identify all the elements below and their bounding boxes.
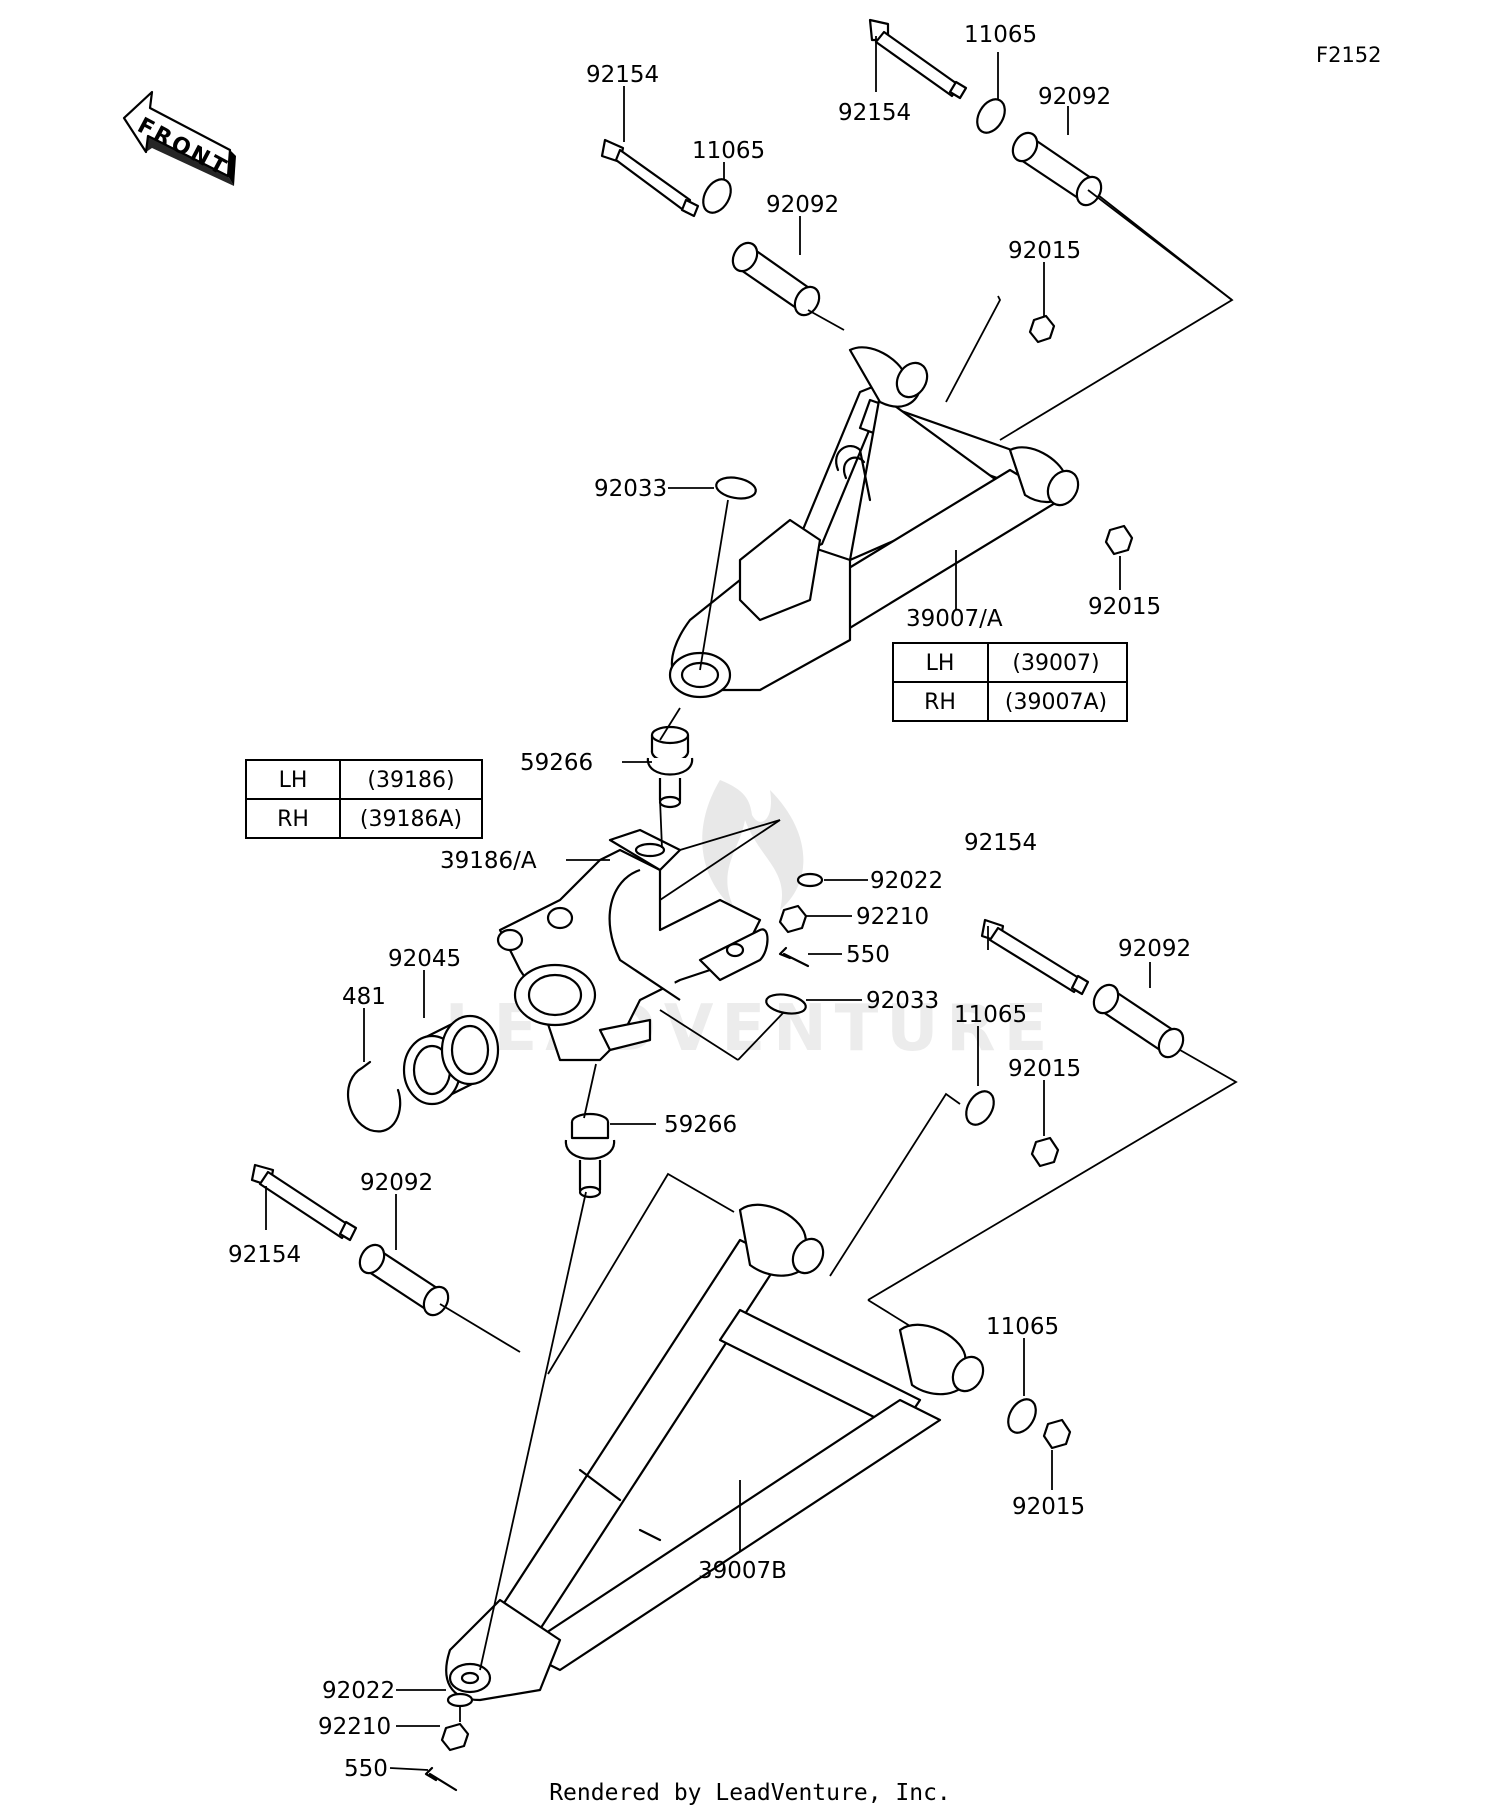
upper-nut-b <box>1104 524 1134 556</box>
footer-credit: Rendered by LeadVenture, Inc. <box>549 1780 951 1806</box>
lower-nut-a <box>1030 1136 1060 1168</box>
knuckle-washer <box>796 872 824 888</box>
callout-circlip: 481 <box>342 984 386 1010</box>
knuckle-table-rh-side: RH <box>277 807 309 832</box>
callout-washer-lower-rear: 11065 <box>954 1002 1027 1028</box>
callout-snapring-upper: 92033 <box>594 476 667 502</box>
callout-nut-knuckle: 92210 <box>856 904 929 930</box>
callout-washer-lower-front: 11065 <box>986 1314 1059 1340</box>
leader-lines <box>265 36 1238 1771</box>
upper-arm-side-table: LH (39007) RH (39007A) <box>892 642 1128 722</box>
lower-nut-b <box>1042 1418 1072 1450</box>
callout-nut-bottom: 92210 <box>318 1714 391 1740</box>
upper-nut-a <box>1028 314 1056 344</box>
upper-table-lh-part: (39007) <box>1012 651 1099 676</box>
callout-bushing-lower-front: 92092 <box>1118 936 1191 962</box>
lower-rear-washer <box>965 1090 995 1126</box>
wheel-bearing <box>402 1014 500 1106</box>
steering-knuckle <box>496 828 769 1062</box>
bottom-washer <box>446 1692 474 1708</box>
callout-bolt-lower-front: 92154 <box>964 830 1037 856</box>
callout-bolt-lower-rear: 92154 <box>228 1242 301 1268</box>
callout-snapring-knuckle: 92033 <box>866 988 939 1014</box>
upper-front-bushing <box>731 241 821 317</box>
callout-cotter-knuckle: 550 <box>846 942 890 968</box>
callout-washer-bottom: 92022 <box>322 1678 395 1704</box>
upper-front-bolt <box>600 138 700 218</box>
upper-a-arm <box>668 346 1080 699</box>
callout-cotter-bottom: 550 <box>344 1756 388 1782</box>
lower-ball-joint <box>564 1112 616 1199</box>
upper-front-washer <box>702 178 732 214</box>
knuckle-cotter-pin <box>778 946 810 968</box>
callout-bearing: 92045 <box>388 946 461 972</box>
callout-bushing-upper-rear: 92092 <box>1038 84 1111 110</box>
callout-washer-upper-front: 11065 <box>692 138 765 164</box>
callout-washer-upper-rear: 11065 <box>964 22 1037 48</box>
callout-bushing-lower-rear: 92092 <box>360 1170 433 1196</box>
upper-ball-joint <box>646 725 694 809</box>
knuckle-table-rh-part: (39186A) <box>360 807 462 832</box>
callout-bolt-upper-rear: 92154 <box>838 100 911 126</box>
callout-balljoint-lower: 59266 <box>664 1112 737 1138</box>
upper-rear-bushing <box>1011 131 1103 207</box>
callout-nut-lower-a: 92015 <box>1008 1056 1081 1082</box>
upper-table-rh-part: (39007A) <box>1005 690 1107 715</box>
bottom-cotter-pin <box>424 1766 458 1792</box>
callout-lower-arm: 39007B <box>698 1558 787 1584</box>
callout-knuckle: 39186/A <box>440 848 537 874</box>
lower-front-washer <box>1007 1398 1037 1434</box>
callout-nut-lower-b: 92015 <box>1012 1494 1085 1520</box>
circlip <box>347 1060 402 1133</box>
upper-table-lh-side: LH <box>926 651 955 676</box>
lower-front-bolt <box>980 918 1090 996</box>
lower-a-arm <box>445 1203 985 1702</box>
callout-upper-arm: 39007/A <box>906 606 1003 632</box>
callout-balljoint-upper: 59266 <box>520 750 593 776</box>
upper-table-rh-side: RH <box>924 690 956 715</box>
lower-rear-bolt <box>250 1163 358 1242</box>
callout-bolt-upper-front: 92154 <box>586 62 659 88</box>
knuckle-side-table: LH (39186) RH (39186A) <box>245 759 483 839</box>
callout-bushing-upper-front: 92092 <box>766 192 839 218</box>
bottom-nut <box>440 1722 470 1752</box>
knuckle-table-lh-side: LH <box>279 768 308 793</box>
callout-nut-upper-a: 92015 <box>1008 238 1081 264</box>
lower-rear-bushing <box>358 1243 450 1317</box>
figure-ref: F2152 <box>1316 43 1382 67</box>
knuckle-nut <box>778 904 808 934</box>
knuckle-table-lh-part: (39186) <box>367 768 454 793</box>
callout-nut-upper-b: 92015 <box>1088 594 1161 620</box>
front-arrow-icon: FRONT <box>122 90 236 186</box>
upper-snapring <box>715 476 757 500</box>
knuckle-snapring <box>765 993 807 1015</box>
callout-washer-knuckle: 92022 <box>870 868 943 894</box>
lower-front-bushing <box>1092 983 1185 1059</box>
upper-rear-washer <box>976 98 1006 134</box>
upper-rear-bolt <box>868 18 968 100</box>
